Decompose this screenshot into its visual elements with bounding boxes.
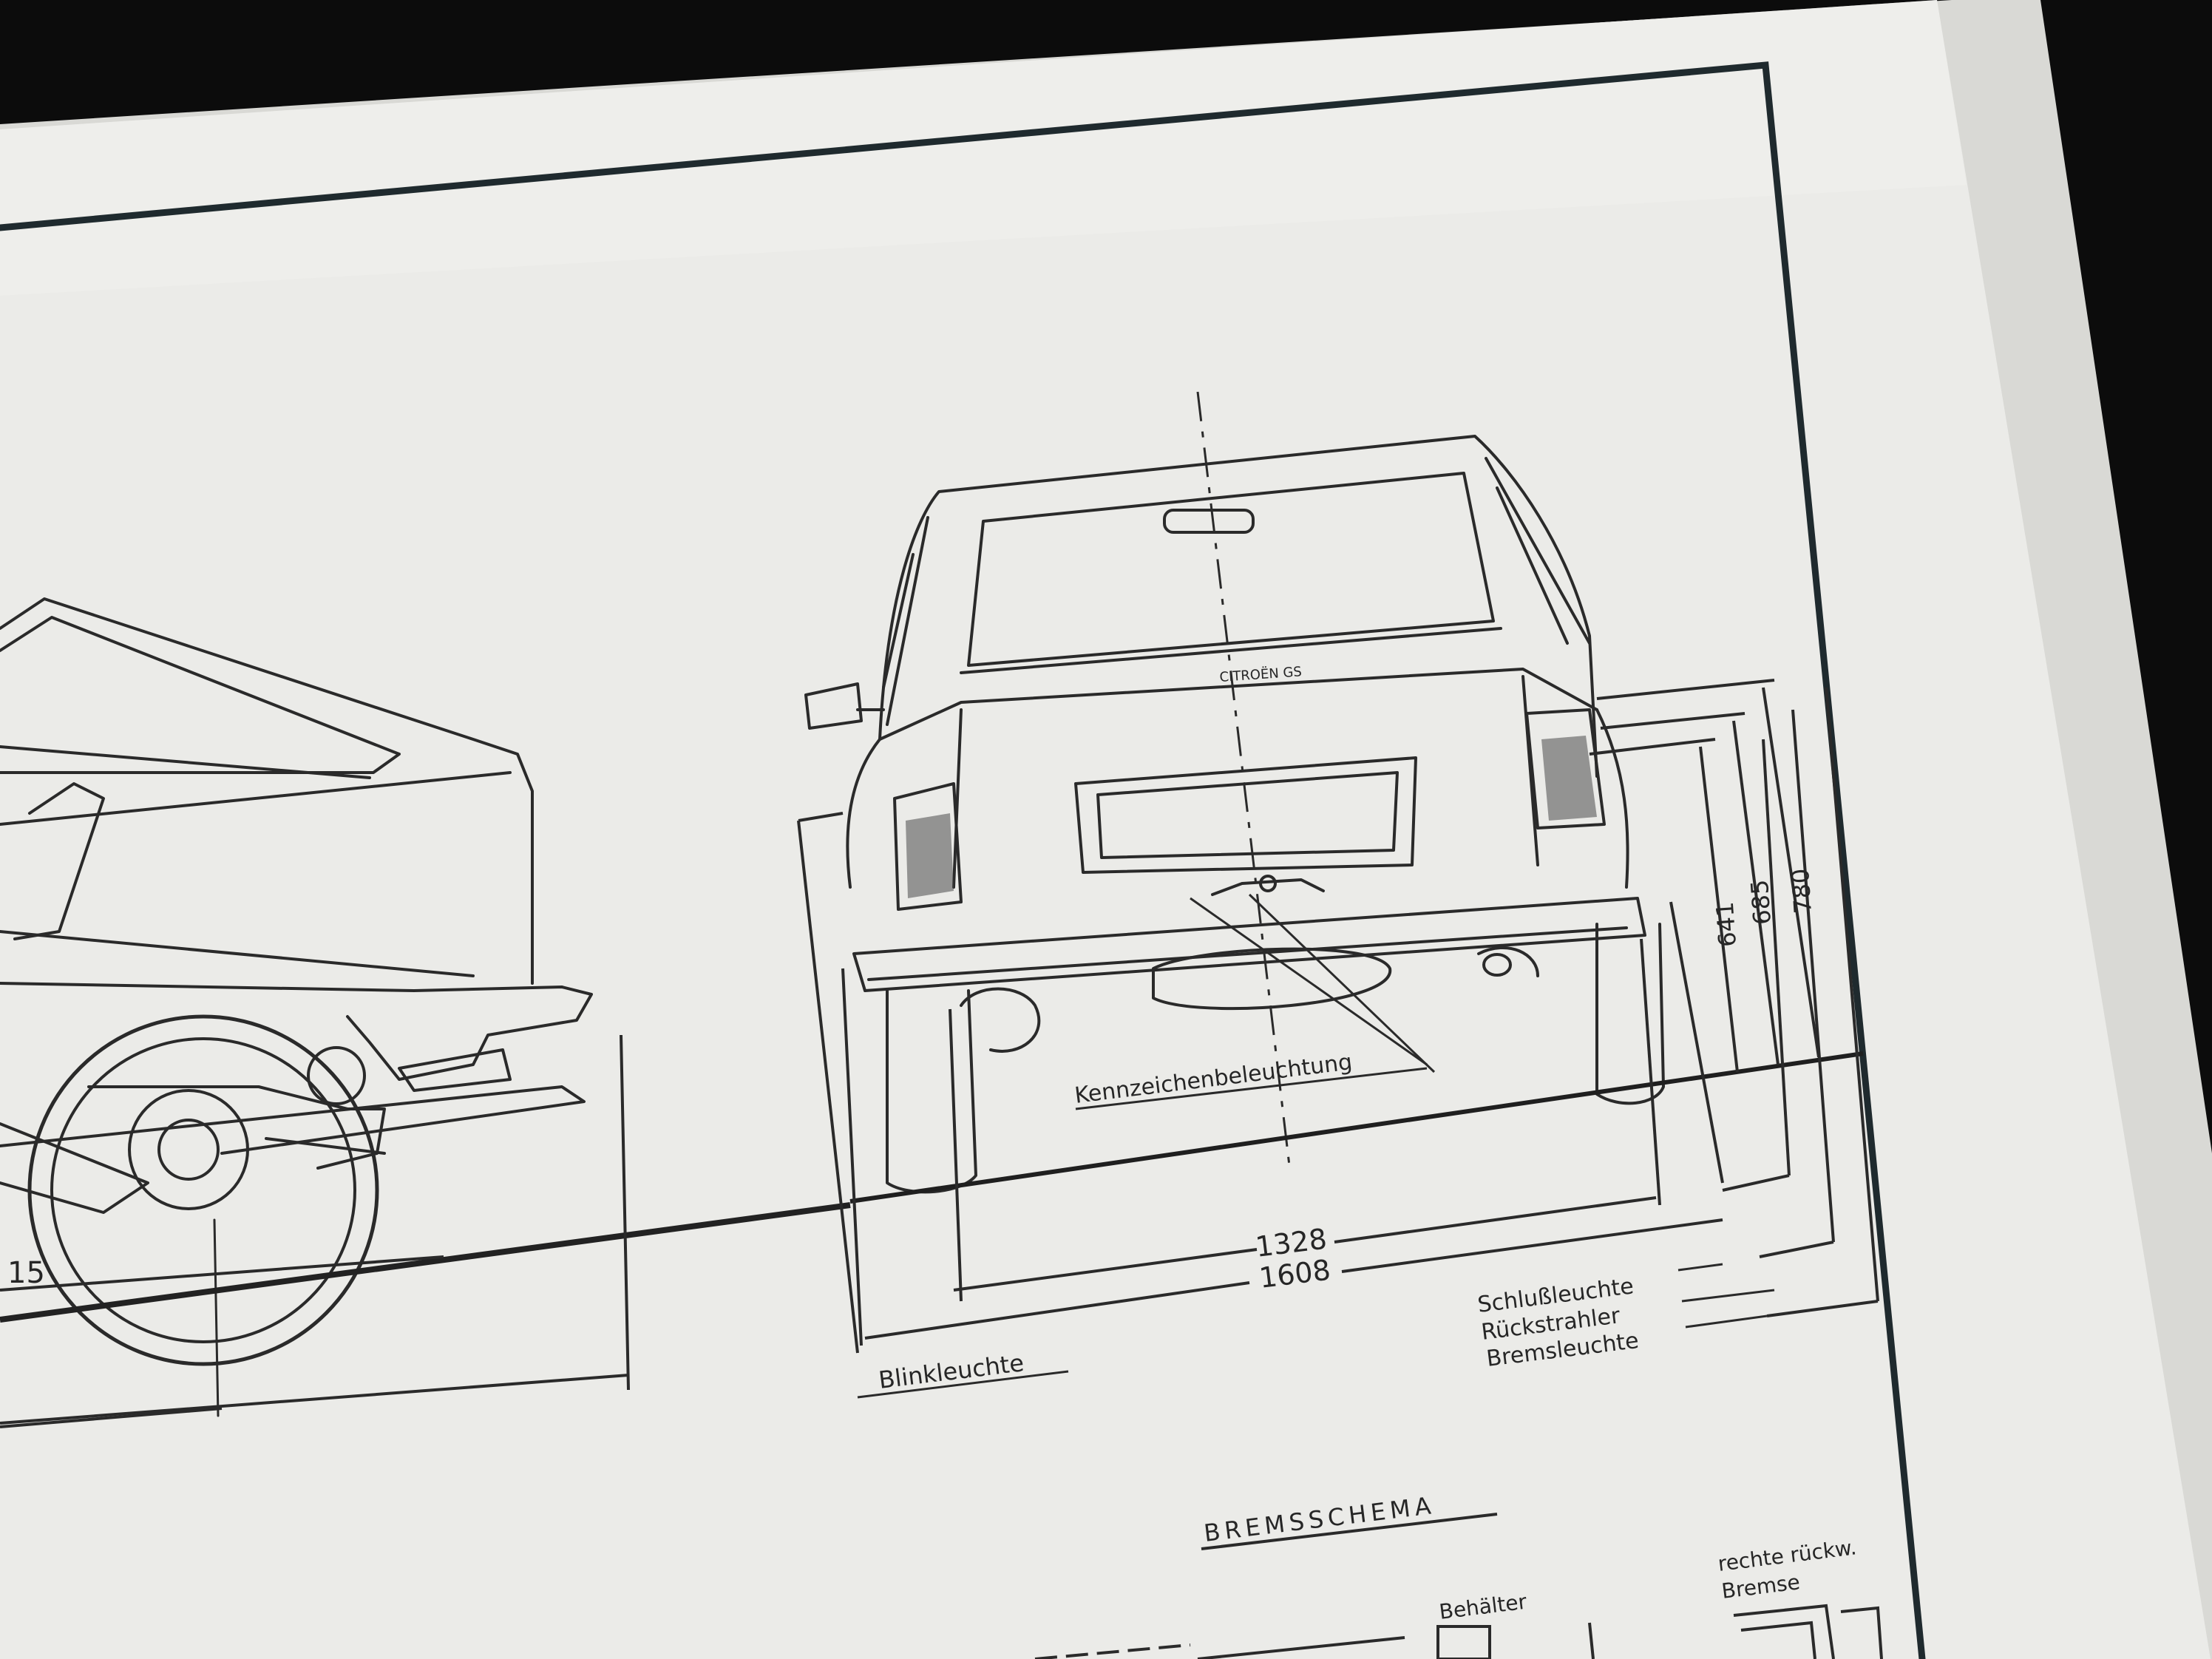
dim-height-reflector: 685 [1745, 879, 1777, 926]
light-label-leaders [1677, 1263, 1775, 1329]
turn-signal-underline [857, 1370, 1069, 1399]
brake-schema-underline [1201, 1513, 1498, 1550]
brake-schema-drawing [1034, 1604, 1883, 1659]
side-view-car [0, 597, 593, 1417]
license-plate-light-callout [1075, 893, 1436, 1110]
rear-ground-line [849, 1051, 1864, 1204]
drawing-frame [0, 61, 1926, 1659]
side-ground-line [0, 1202, 851, 1323]
side-dimension-lines [0, 1034, 630, 1428]
dim-height-brake-light: 780 [1786, 868, 1817, 915]
center-line [1196, 391, 1292, 1173]
side-dimension-label: 15 [7, 1256, 45, 1290]
tail-light-fill [906, 736, 1597, 898]
track-dimension-lines [797, 812, 1724, 1354]
dim-height-tail-light: 641 [1711, 901, 1742, 949]
height-dimension-lines [1589, 679, 1879, 1317]
